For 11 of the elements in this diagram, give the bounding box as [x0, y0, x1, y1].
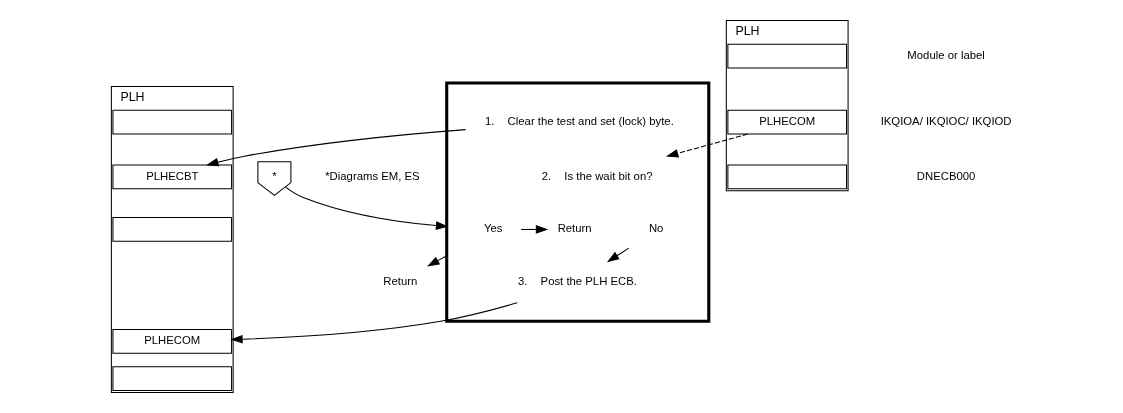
- node-text: Return: [383, 274, 418, 287]
- label: Module or label: [907, 49, 985, 62]
- label: DNECB000: [916, 169, 976, 182]
- node-text: 3. Post the PLH ECB.: [517, 274, 637, 287]
- label: IKQIOA/ IKQIOC/ IKQIOD: [880, 115, 1012, 128]
- node-text: No: [648, 222, 664, 235]
- node-text: Yes: [483, 222, 503, 235]
- node-label: *Diagrams EM, ES: [325, 169, 420, 182]
- node-text: Return: [557, 222, 592, 235]
- node-text: 2. Is the wait bit on?: [541, 169, 653, 182]
- node-text: 1. Clear the test and set (lock) byte.: [484, 115, 674, 128]
